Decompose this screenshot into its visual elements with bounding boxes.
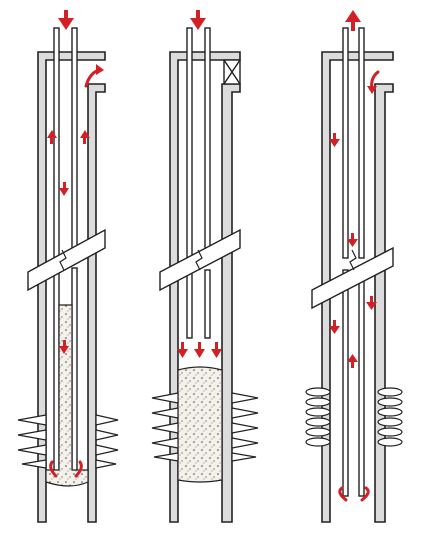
break-band (311, 246, 394, 310)
tubing-left-wall-lower (186, 269, 193, 339)
flow-arrow-icon (59, 340, 69, 354)
flow-arrow-icon (347, 233, 358, 247)
flow-arrow-icon (347, 354, 358, 368)
casing-left-wall (321, 51, 394, 523)
tubing-left-wall-lower (53, 267, 60, 479)
flow-arrow-icon (58, 10, 74, 30)
casing-left-wall (169, 51, 241, 523)
break-zigzag (59, 249, 67, 271)
casing-right-wall (374, 83, 394, 523)
break-zigzag (349, 249, 357, 271)
flow-arrow-icon (47, 130, 57, 144)
panel-3 (305, 10, 403, 523)
casing-right-wall (87, 83, 106, 523)
tubing-right-wall-lower (204, 269, 211, 339)
flow-arrow-icon (190, 10, 206, 30)
curved-flow-arrow-icon (338, 486, 348, 502)
curved-flow-arrow-icon (49, 460, 58, 478)
arrow-head (367, 86, 377, 94)
tubing-left-wall (342, 27, 349, 259)
perforations-right (231, 392, 259, 462)
flow-arrow-icon (194, 342, 205, 358)
tubing-left-wall (53, 27, 60, 259)
perforations-right (377, 387, 403, 447)
flow-arrow-icon (211, 342, 222, 358)
flow-arrow-icon (177, 342, 188, 358)
curved-flow-arrow-icon (74, 460, 83, 478)
perforations-left (305, 387, 331, 447)
tubing-right-wall-lower (71, 267, 78, 479)
panel-2 (151, 10, 259, 523)
perforations-right (95, 414, 119, 469)
flow-arrow-icon (345, 10, 361, 31)
tubing-left-wall (186, 27, 193, 259)
flow-arrow-icon (329, 320, 340, 334)
valve-icon (223, 59, 241, 85)
curved-flow-arrow-icon (360, 486, 370, 502)
perforations-left (17, 414, 47, 469)
panel-1 (17, 10, 119, 523)
tubing-left-wall-lower (342, 269, 349, 497)
perforations-left (151, 392, 179, 462)
flow-arrow-icon (366, 296, 377, 310)
cement-fill (45, 304, 89, 487)
flow-arrow-icon (59, 182, 69, 196)
tubing-right-wall (71, 27, 78, 259)
flow-arrow-icon (329, 133, 340, 147)
break-band (27, 228, 106, 292)
tubing-right-wall (358, 27, 365, 259)
tubing-right-wall (204, 27, 211, 259)
arrow-head (96, 64, 104, 75)
cement-plug (177, 366, 223, 483)
tubing-right-wall-lower (358, 269, 365, 497)
flow-arrow-icon (80, 130, 90, 144)
casing-left-wall (37, 51, 106, 523)
break-zigzag (195, 249, 203, 271)
